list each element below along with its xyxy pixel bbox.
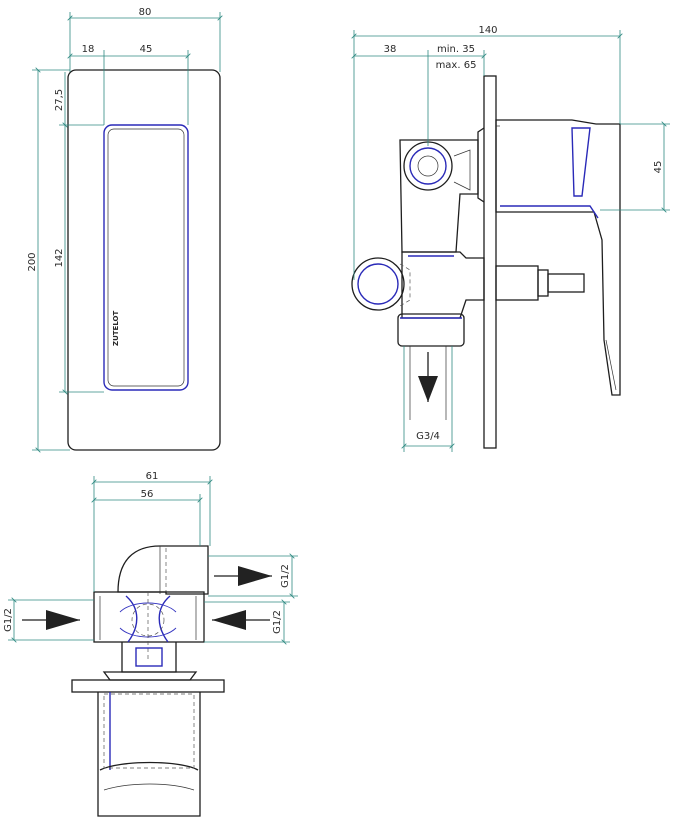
top-plate xyxy=(71,679,225,693)
inflow-arrow-left-head xyxy=(46,610,80,630)
dim-142-label: 142 xyxy=(54,248,65,267)
top-view: 61 56 G1/2 G1/2 G1/2 xyxy=(3,471,298,817)
wall-plate xyxy=(483,75,497,449)
dim-200-label: 200 xyxy=(27,252,38,271)
dim-38-label: 38 xyxy=(384,44,397,55)
valve-body-middle xyxy=(401,251,485,319)
valve-body-upper xyxy=(399,139,479,253)
cartridge-outline xyxy=(125,595,171,643)
handle-face-inner xyxy=(107,128,185,387)
dim-80-label: 80 xyxy=(139,7,152,18)
dim-g34-label: G3/4 xyxy=(416,431,440,442)
dim-45-handle-label: 45 xyxy=(653,161,664,174)
top-elbow xyxy=(117,545,209,595)
inflow-arrow-right-head xyxy=(212,610,246,630)
handle-face xyxy=(103,124,189,391)
outflow-arrow-top-head xyxy=(238,566,272,586)
dim-140-label: 140 xyxy=(478,25,497,36)
dim-min-label: min. 35 xyxy=(437,44,475,55)
brand-label: ZUTELOT xyxy=(112,311,120,346)
dim-g12-right-top-label: G1/2 xyxy=(280,564,291,588)
dim-61-label: 61 xyxy=(146,471,159,482)
dim-g12-right-bottom-label: G1/2 xyxy=(272,610,283,634)
spindle-housing xyxy=(495,265,539,301)
cover-plate xyxy=(67,69,221,451)
dim-18-label: 18 xyxy=(82,44,95,55)
side-view: 140 38 min. 35 max. 65 45 G3/4 xyxy=(351,25,670,452)
outflow-arrow-head xyxy=(418,376,438,402)
dim-45-label: 45 xyxy=(140,44,153,55)
dim-g12-left-label: G1/2 xyxy=(3,608,14,632)
outlet-nut xyxy=(397,313,465,347)
front-view: ZUTELOT 80 18 45 200 142 27,5 xyxy=(27,7,220,450)
dim-56-label: 56 xyxy=(141,489,154,500)
top-body xyxy=(93,591,205,643)
dim-27-5-label: 27,5 xyxy=(54,89,65,111)
lever-handle xyxy=(495,119,621,396)
top-handle xyxy=(97,692,201,817)
dim-max-label: max. 65 xyxy=(436,60,477,71)
